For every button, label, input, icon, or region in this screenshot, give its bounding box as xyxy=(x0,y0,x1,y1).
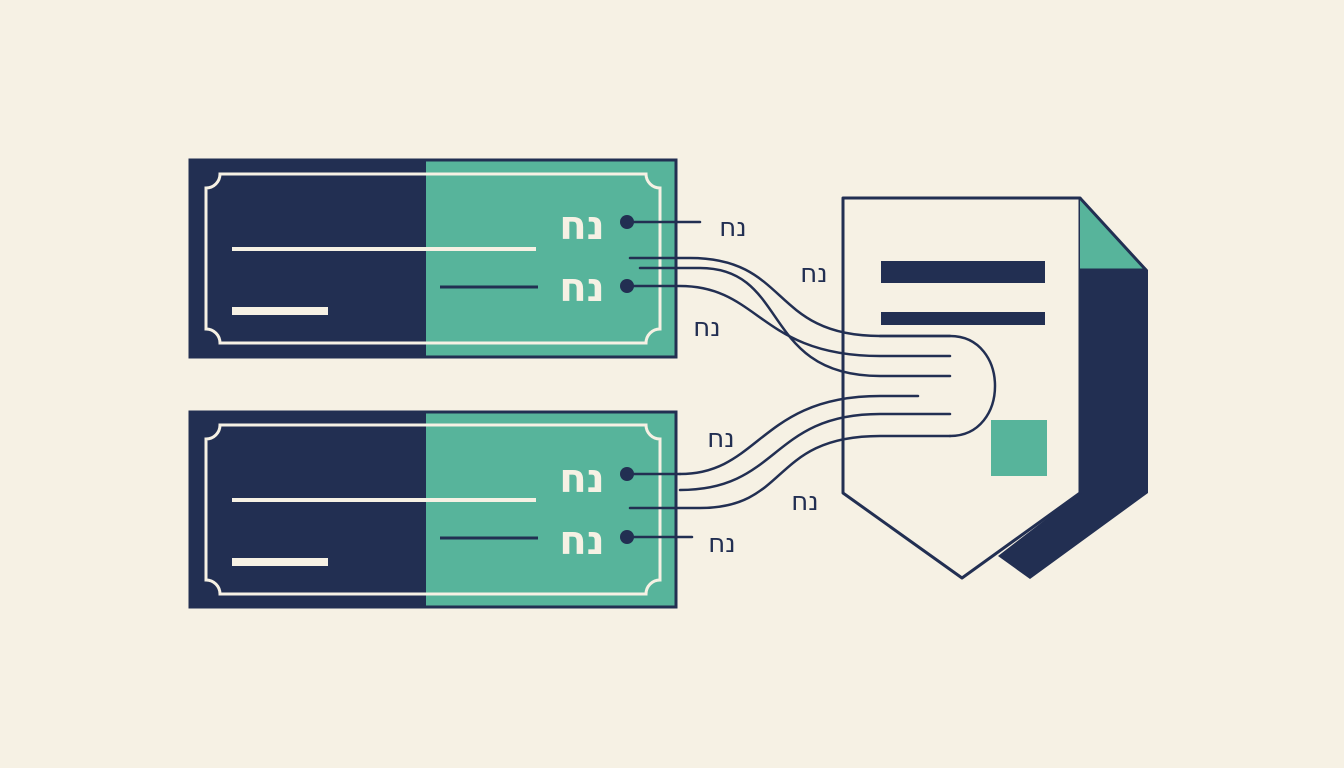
connector-line xyxy=(628,256,952,338)
connector-line xyxy=(638,266,952,378)
card-navy-panel xyxy=(190,412,428,607)
connector-label: נח xyxy=(800,259,827,289)
connector-lines xyxy=(625,220,997,539)
card-green-panel xyxy=(426,412,676,607)
connector-line xyxy=(628,434,952,510)
card-outline xyxy=(188,410,678,609)
connector-line xyxy=(625,284,952,358)
card-inner-border xyxy=(204,172,662,345)
ticket-card-top: נח נח xyxy=(188,158,678,359)
connector-labels: נח נח נח נח נח נח xyxy=(693,213,827,559)
connector-line xyxy=(678,394,920,476)
document-green-square xyxy=(991,420,1047,476)
document-heading-bar xyxy=(881,261,1045,283)
document-subheading-bar xyxy=(881,312,1045,325)
card-label: נח xyxy=(559,265,605,311)
card-inner-border xyxy=(204,423,662,596)
card-navy-panel xyxy=(190,160,428,357)
document-fold-edge xyxy=(1078,196,1148,272)
connector-label: נח xyxy=(693,313,720,343)
ticket-card-bottom: נח נח xyxy=(188,410,678,609)
connector-label: נח xyxy=(708,529,735,559)
document-page xyxy=(841,196,1082,580)
connector-label: נח xyxy=(707,424,734,454)
card-label: נח xyxy=(559,456,605,502)
connector-label: נח xyxy=(791,487,818,517)
connector-loop xyxy=(878,334,997,438)
document-side xyxy=(998,198,1148,579)
connector-line xyxy=(678,412,952,492)
connector-label: נח xyxy=(719,213,746,243)
card-label: נח xyxy=(559,518,605,564)
document-icon xyxy=(841,196,1148,580)
card-label: נח xyxy=(559,203,605,249)
